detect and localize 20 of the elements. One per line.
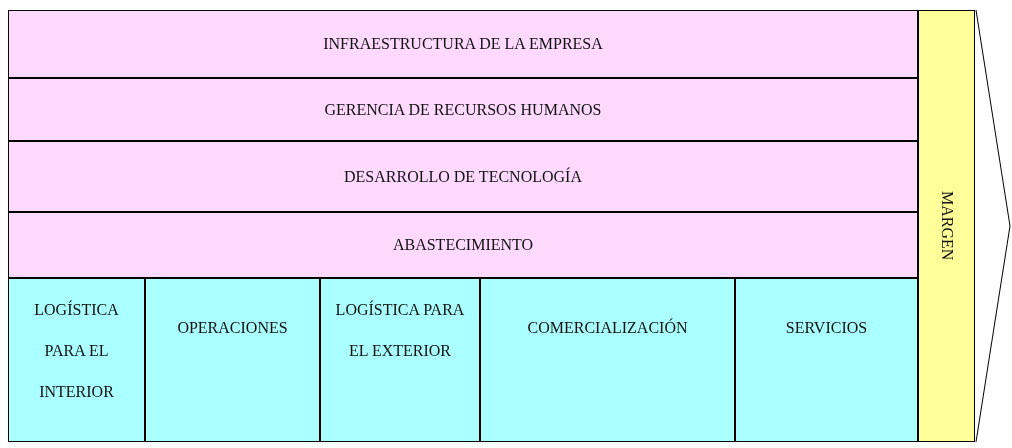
primary-activity-cell xyxy=(145,278,320,442)
support-activity-band xyxy=(8,141,918,212)
primary-activity-cell xyxy=(8,278,145,442)
activity-label: DESARROLLO DE TECNOLOGÍA xyxy=(344,167,582,186)
primary-activity-cell xyxy=(320,278,480,442)
support-activity-band xyxy=(8,78,918,141)
support-activity-band xyxy=(8,10,918,78)
margin-band xyxy=(918,10,975,442)
activity-label: LOGÍSTICA PARA EL EXTERIOR xyxy=(334,299,466,361)
support-activity-band xyxy=(8,212,918,278)
primary-activity-cell xyxy=(480,278,735,442)
primary-activity-cell xyxy=(735,278,918,442)
activity-label: OPERACIONES xyxy=(177,318,288,338)
activity-label: MARGEN xyxy=(937,191,956,261)
activity-label: LOGÍSTICA PARA EL INTERIOR xyxy=(33,299,120,402)
activity-label: COMERCIALIZACIÓN xyxy=(527,317,688,338)
activity-label: ABASTECIMIENTO xyxy=(392,236,534,254)
activity-label: SERVICIOS xyxy=(785,318,868,338)
activity-label: INFRAESTRUCTURA DE LA EMPRESA xyxy=(323,35,603,53)
activity-label: GERENCIA DE RECURSOS HUMANOS xyxy=(324,100,602,119)
